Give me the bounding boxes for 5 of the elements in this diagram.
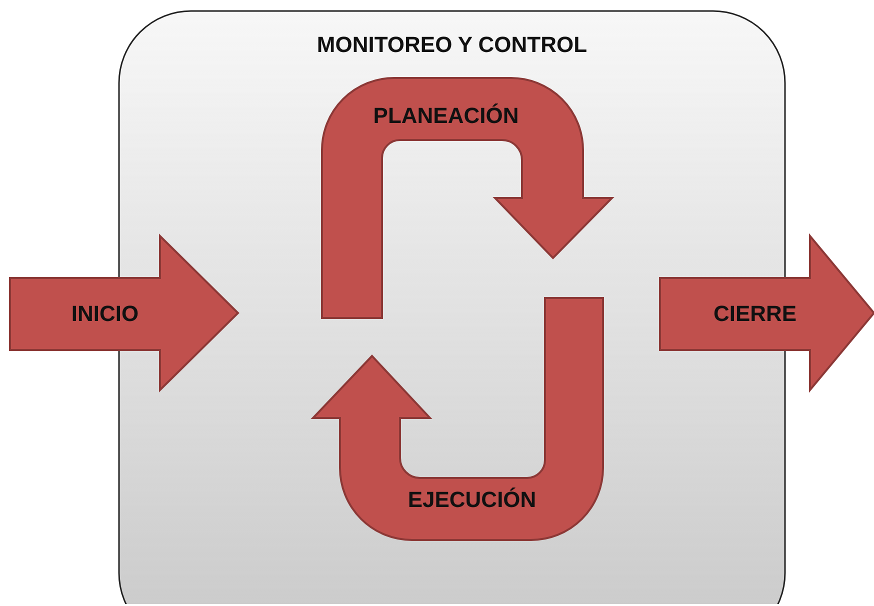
arrow-label: EJECUCIÓN: [408, 487, 536, 513]
arrow-label: INICIO: [71, 301, 139, 327]
arrow-label: CIERRE: [713, 301, 797, 327]
panel-heading: MONITOREO Y CONTROL: [316, 32, 588, 58]
arrow-label: PLANEACIÓN: [373, 103, 519, 129]
